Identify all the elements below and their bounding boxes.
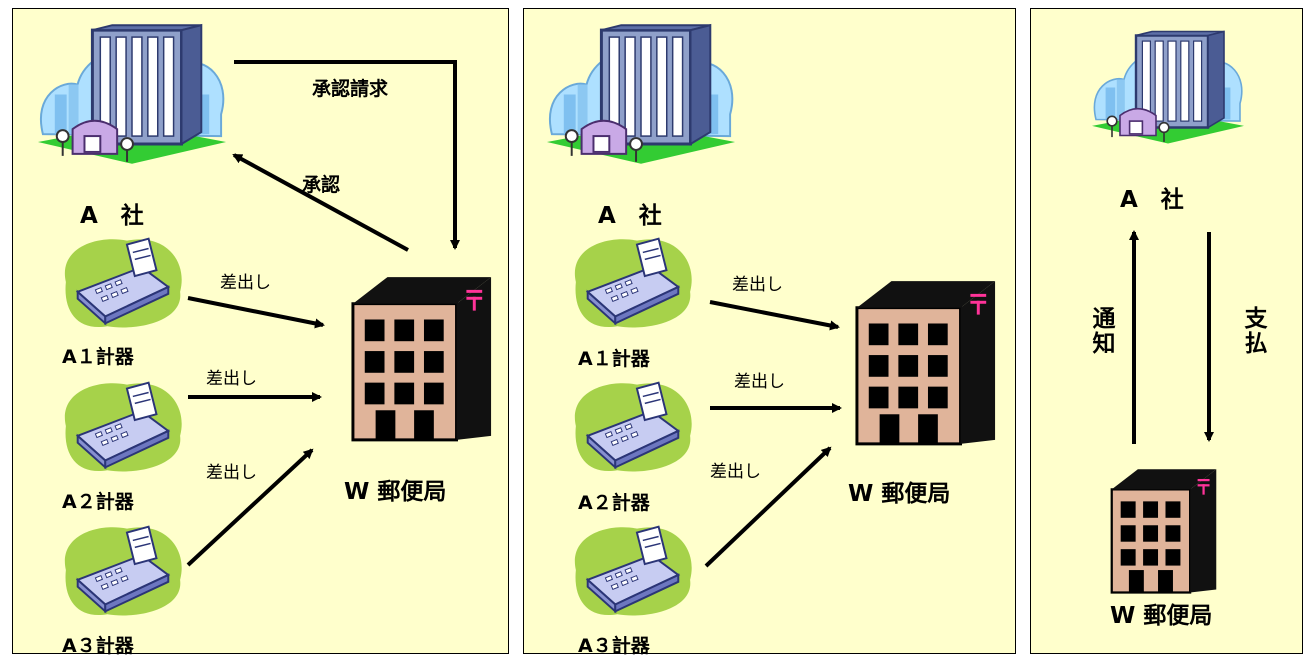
post-office-icon — [348, 270, 496, 442]
company-building-icon — [33, 22, 231, 167]
postage-meter-icon — [58, 376, 186, 476]
send-label-1: 差出し — [220, 273, 271, 293]
send-label-3: 差出し — [710, 462, 761, 482]
approval-request-label: 承認請求 — [312, 78, 389, 100]
send-label-2: 差出し — [734, 372, 785, 392]
payment-label: 支払 — [1240, 306, 1266, 356]
company-label: A 社 — [1120, 187, 1184, 213]
postage-meter-icon — [568, 520, 696, 620]
postage-meter-icon — [58, 232, 186, 332]
meter-label-1: A１計器 — [578, 348, 650, 370]
send-label-3: 差出し — [206, 463, 257, 483]
meter-label-1: A１計器 — [62, 346, 134, 368]
post-office-label: W 郵便局 — [1110, 603, 1213, 629]
notify-label: 通知 — [1088, 306, 1114, 356]
postage-meter-icon — [568, 232, 696, 332]
company-building-icon — [542, 22, 740, 167]
company-label: A 社 — [598, 203, 662, 229]
post-office-label: W 郵便局 — [848, 481, 951, 507]
approval-label: 承認 — [302, 174, 341, 196]
meter-label-3: A３計器 — [578, 635, 650, 657]
postage-meter-icon — [568, 376, 696, 476]
send-label-2: 差出し — [206, 369, 257, 389]
postage-meter-icon — [58, 520, 186, 620]
post-office-icon — [852, 274, 1000, 446]
company-building-icon — [1088, 20, 1248, 155]
company-label: A 社 — [80, 203, 144, 229]
post-office-label: W 郵便局 — [344, 479, 447, 505]
send-label-1: 差出し — [732, 275, 783, 295]
meter-label-3: A３計器 — [62, 635, 134, 657]
post-office-icon — [1108, 464, 1220, 594]
meter-label-2: A２計器 — [62, 491, 134, 513]
meter-label-2: A２計器 — [578, 492, 650, 514]
